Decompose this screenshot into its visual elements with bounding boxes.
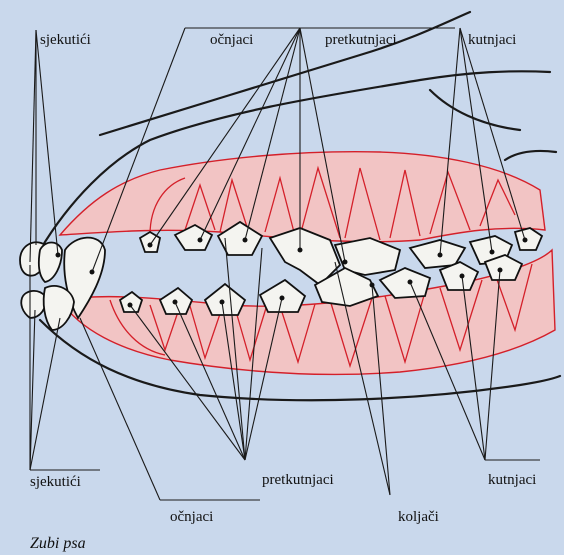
- label-premolars-top: pretkutnjaci: [325, 32, 397, 48]
- label-premolars-bottom: pretkutnjaci: [262, 472, 334, 488]
- label-molars-bottom: kutnjaci: [488, 472, 536, 488]
- label-carnassials-bottom: koljači: [398, 509, 439, 525]
- label-canines-top: očnjaci: [210, 32, 253, 48]
- label-molars-top: kutnjaci: [468, 32, 516, 48]
- caption: Zubi psa: [30, 535, 86, 552]
- skin-fold: [430, 90, 520, 130]
- upper-lip-line: [100, 12, 470, 135]
- label-incisors-bottom: sjekutići: [30, 474, 81, 490]
- label-incisors-top: sjekutići: [40, 32, 91, 48]
- cheek-fold: [505, 151, 556, 160]
- label-canines-bottom: očnjaci: [170, 509, 213, 525]
